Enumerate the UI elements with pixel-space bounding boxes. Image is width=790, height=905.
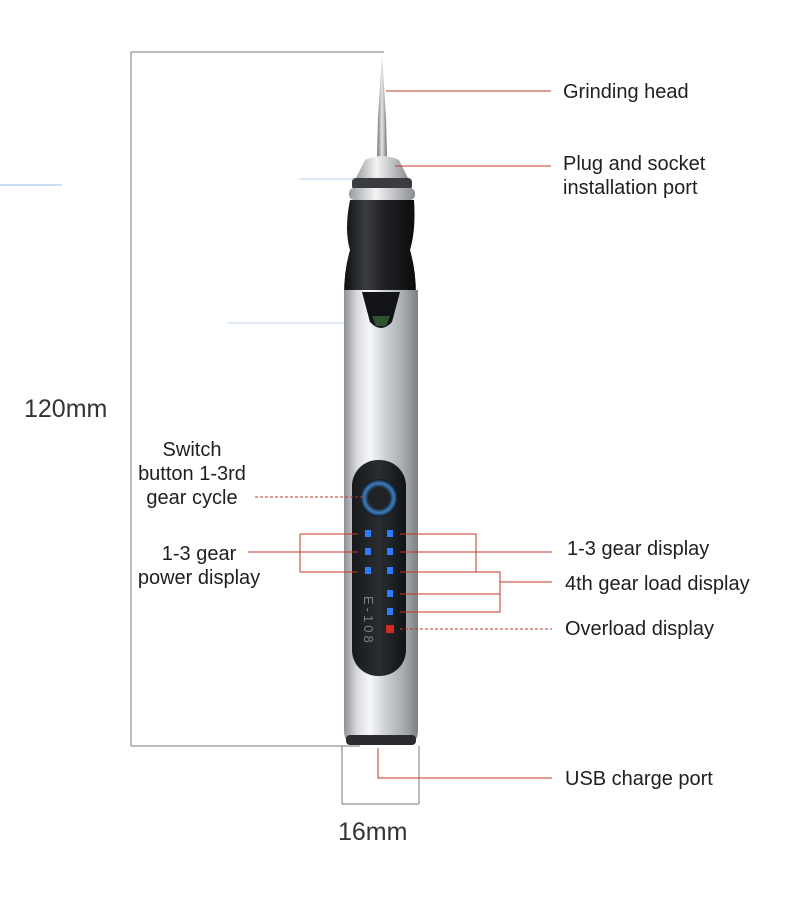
- callout-leaders: [248, 90, 552, 779]
- engraving-pen: E-108: [344, 55, 418, 745]
- gear-display-led: [387, 567, 393, 574]
- usb-port-label: USB charge port: [565, 768, 713, 790]
- gear-power-led: [365, 530, 371, 537]
- leader-gear-power: [248, 533, 358, 573]
- gear-power-led: [365, 567, 371, 574]
- overload-display-label: Overload display: [565, 618, 714, 640]
- grip-notch: [362, 292, 400, 328]
- background-streak: [228, 322, 348, 324]
- background-streak: [300, 178, 360, 180]
- grinding-head-label: Grinding head: [563, 81, 689, 103]
- grip-notch-glint: [372, 316, 390, 326]
- black-grip: [344, 200, 416, 296]
- width-dimension-bracket: [341, 746, 420, 805]
- plug-socket-label-line1: Plug and socket: [563, 153, 706, 175]
- gear-display-led: [387, 530, 393, 537]
- plug-socket-label-line2: installation port: [563, 177, 698, 199]
- chuck-cone: [355, 156, 409, 180]
- bottom-cap: [346, 735, 416, 745]
- gear-power-label-line1: 1-3 gear: [161, 543, 237, 565]
- gear-display-led: [387, 590, 393, 597]
- background-streak: [0, 184, 62, 186]
- control-panel: [352, 460, 406, 676]
- switch-button-face[interactable]: [368, 487, 390, 509]
- chuck-collar: [352, 178, 412, 190]
- gear-display-led: [387, 608, 393, 615]
- switch-label-line2: button 1-3rd: [138, 463, 246, 485]
- chuck-ring: [349, 188, 415, 200]
- switch-label-line3: gear cycle: [146, 487, 238, 509]
- gear-display-led: [387, 548, 393, 555]
- grinding-head-bit: [377, 55, 387, 158]
- load-display-label: 4th gear load display: [565, 573, 750, 595]
- gear-display-label: 1-3 gear display: [567, 538, 710, 560]
- gear-power-label-line2: power display: [137, 567, 261, 589]
- overload-led: [386, 625, 394, 633]
- gear-power-led: [365, 548, 371, 555]
- switch-label-line1: Switch: [162, 439, 222, 461]
- width-dimension-label: 16mm: [338, 818, 408, 846]
- length-dimension-bracket: [130, 51, 384, 747]
- leader-gear-display: [400, 533, 552, 573]
- length-dimension-label: 120mm: [24, 395, 108, 423]
- leader-usb: [377, 748, 552, 779]
- leader-load-display: [400, 571, 552, 613]
- model-text: E-108: [361, 596, 376, 646]
